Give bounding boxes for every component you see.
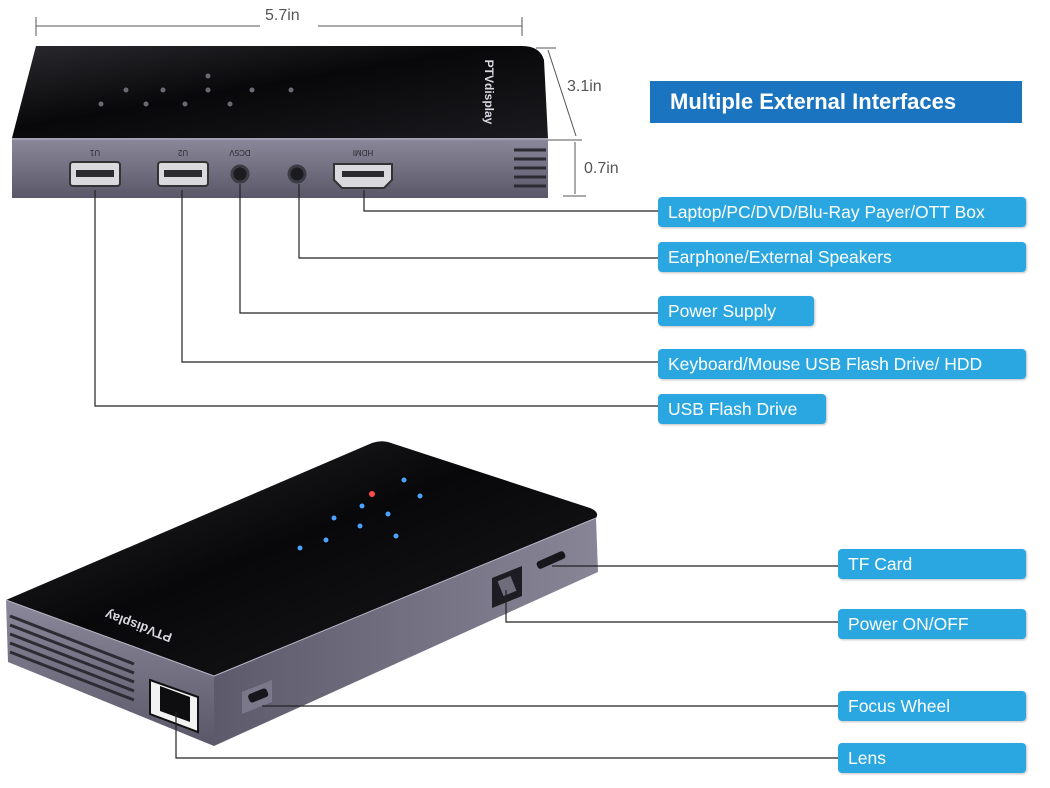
vent-grille xyxy=(514,148,546,188)
callout-power-switch: Power ON/OFF xyxy=(838,609,1026,639)
hdmi-port xyxy=(333,163,393,189)
usb-port-1 xyxy=(69,161,121,187)
callout-tf-card: TF Card xyxy=(838,549,1026,579)
callout-usb2: Keyboard/Mouse USB Flash Drive/ HDD xyxy=(658,349,1026,379)
port-mark-usb1: U1 xyxy=(89,148,100,157)
usb-port-2 xyxy=(157,161,209,187)
port-mark-dc: DC5V xyxy=(229,148,251,157)
port-mark-hdmi: HDMI xyxy=(353,148,373,157)
callout-focus-wheel: Focus Wheel xyxy=(838,691,1026,721)
focus-wheel xyxy=(242,680,272,714)
interfaces-banner: Multiple External Interfaces xyxy=(650,81,1022,123)
callout-lens: Lens xyxy=(838,743,1026,773)
dimension-width: 5.7in xyxy=(265,7,300,24)
tf-card-slot xyxy=(536,551,566,569)
dc-power-jack xyxy=(230,164,250,184)
power-switch xyxy=(492,566,522,608)
projector-top-view: U1 U2 DC5V HDMI PTVdisplay xyxy=(12,46,548,198)
power-indicator xyxy=(369,491,375,497)
callout-power-supply: Power Supply xyxy=(658,296,814,326)
connector-lines-bottom xyxy=(175,565,838,759)
brand-logo-top: PTVdisplay xyxy=(482,60,496,125)
lens xyxy=(149,678,199,734)
projector-side-view: PTVdisplay xyxy=(5,441,598,746)
callout-hdmi: Laptop/PC/DVD/Blu-Ray Payer/OTT Box xyxy=(658,197,1026,227)
touch-buttons xyxy=(98,73,294,107)
callout-usb1: USB Flash Drive xyxy=(658,394,826,424)
port-mark-usb2: U2 xyxy=(177,148,188,157)
dimension-height: 0.7in xyxy=(584,160,619,177)
vent-grille-front xyxy=(9,614,135,702)
connector-lines-top xyxy=(94,184,658,407)
audio-jack xyxy=(287,164,307,184)
dimension-depth: 3.1in xyxy=(567,78,602,95)
callout-audio: Earphone/External Speakers xyxy=(658,242,1026,272)
touch-buttons-lit xyxy=(297,477,423,551)
